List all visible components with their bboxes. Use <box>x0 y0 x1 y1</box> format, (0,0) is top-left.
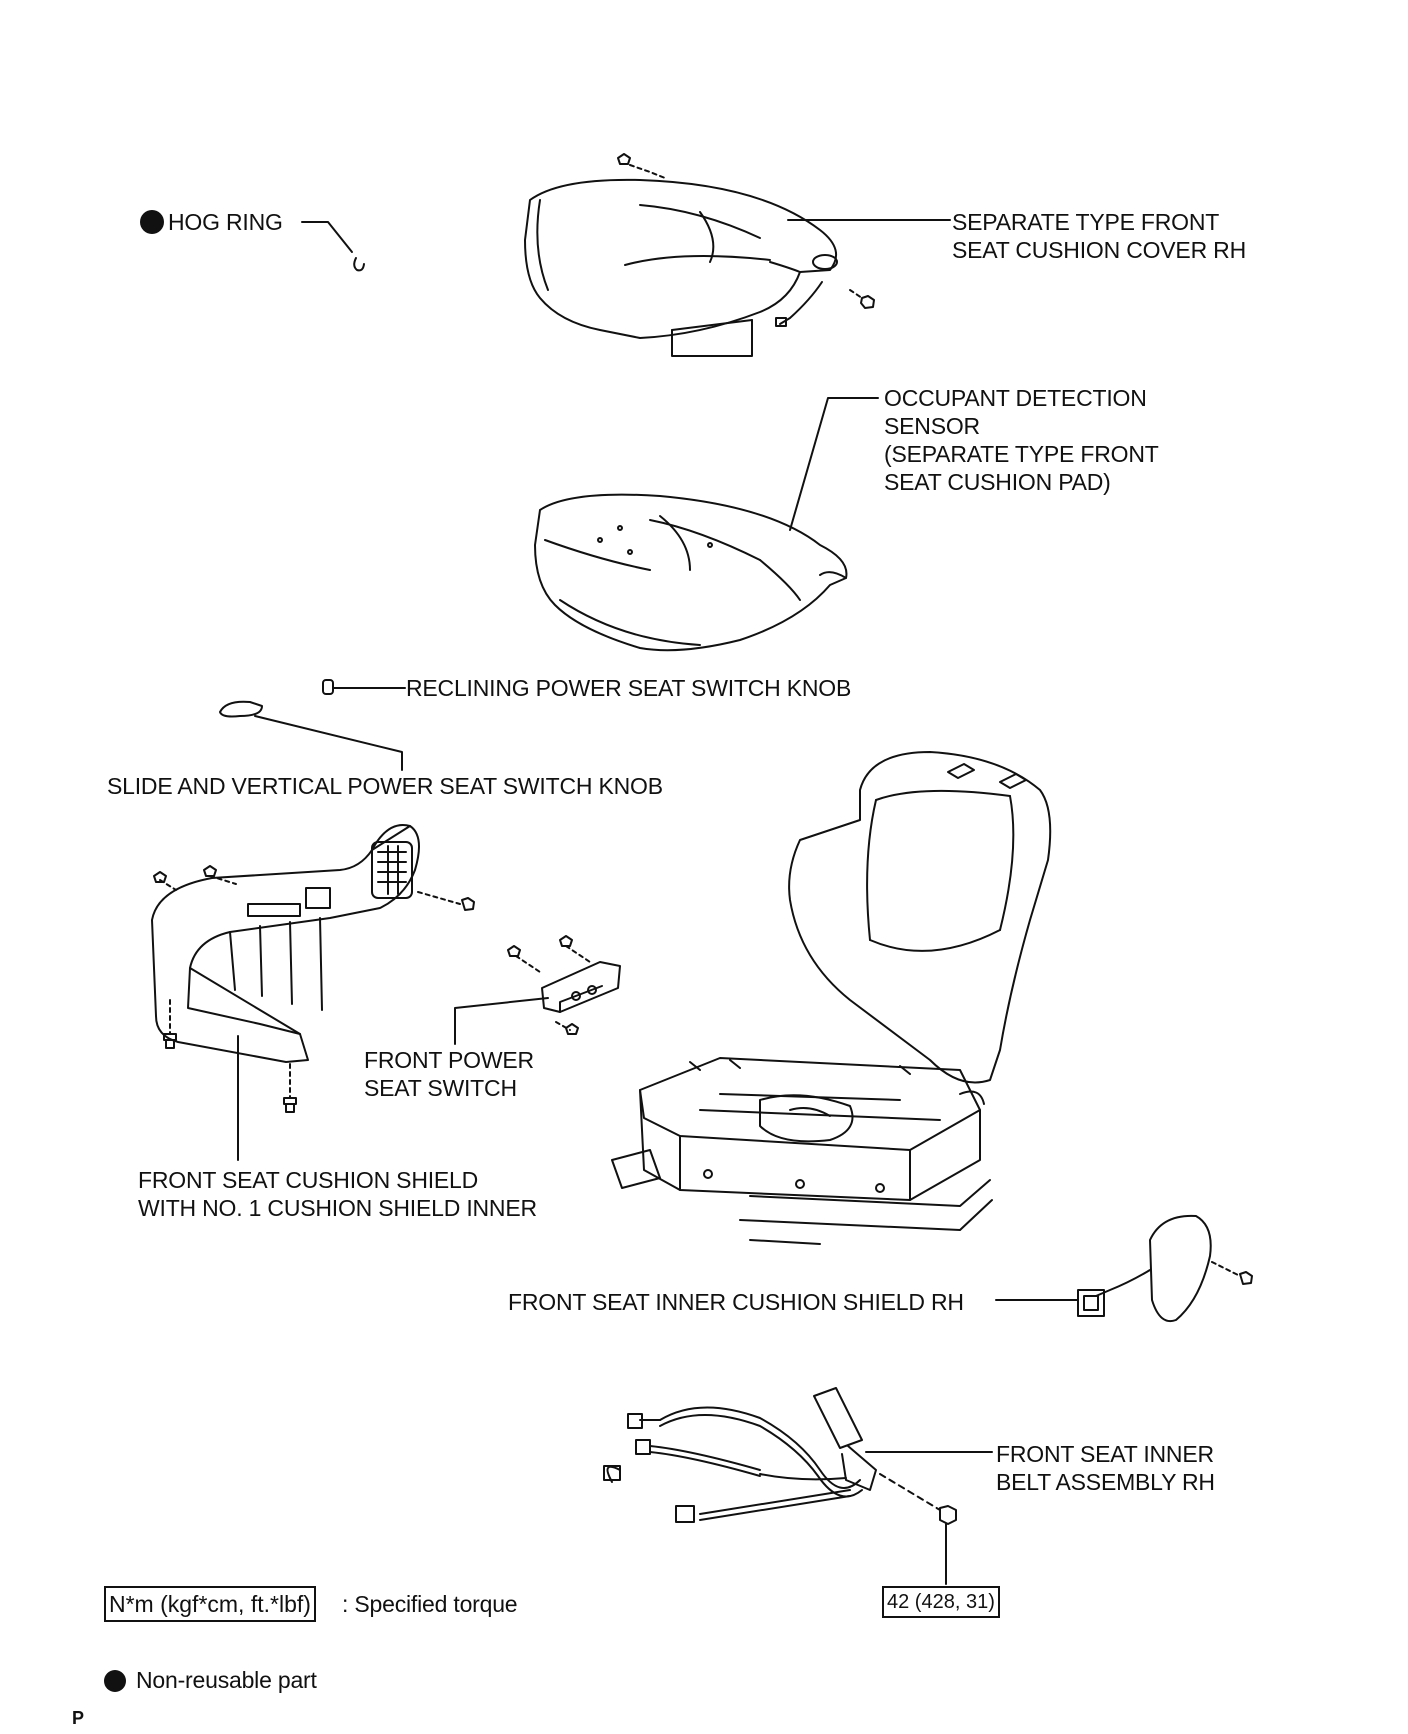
inner-belt-assembly-label: FRONT SEAT INNER BELT ASSEMBLY RH <box>996 1441 1215 1495</box>
front-seat-cushion-shield-part <box>151 824 475 1161</box>
page-mark: P <box>72 1708 84 1728</box>
front-power-seat-switch-part <box>454 935 621 1045</box>
occupant-detection-sensor-label: OCCUPANT DETECTION SENSOR (SEPARATE TYPE… <box>884 385 1159 495</box>
non-reusable-legend-dot-icon <box>104 1670 126 1692</box>
torque-spec-box: 42 (428, 31) <box>882 1586 1000 1618</box>
non-reusable-dot-icon <box>140 210 164 234</box>
seat-cushion-cover-label: SEPARATE TYPE FRONT SEAT CUSHION COVER R… <box>952 209 1246 263</box>
inner-cushion-shield-label: FRONT SEAT INNER CUSHION SHIELD RH <box>508 1289 964 1315</box>
occupant-detection-sensor-part <box>534 397 879 652</box>
front-power-seat-switch-label: FRONT POWER SEAT SWITCH <box>364 1047 534 1101</box>
seat-assembly-part <box>611 751 1052 1245</box>
switch-knobs-part <box>219 679 406 771</box>
inner-belt-assembly-part <box>603 1387 993 1585</box>
slide-knob-label: SLIDE AND VERTICAL POWER SEAT SWITCH KNO… <box>107 773 663 799</box>
hog-ring-part <box>301 221 365 272</box>
inner-cushion-shield-part <box>995 1214 1253 1322</box>
torque-legend-box: N*m (kgf*cm, ft.*lbf) <box>104 1586 316 1622</box>
hog-ring-text: HOG RING <box>168 209 283 235</box>
non-reusable-legend-text: Non-reusable part <box>136 1667 317 1693</box>
cushion-shield-label: FRONT SEAT CUSHION SHIELD WITH NO. 1 CUS… <box>138 1167 537 1221</box>
seat-cushion-cover-part <box>524 153 951 357</box>
torque-legend-text: : Specified torque <box>342 1591 518 1617</box>
reclining-knob-label: RECLINING POWER SEAT SWITCH KNOB <box>406 675 852 701</box>
hog-ring-label: HOG RING <box>140 208 283 236</box>
